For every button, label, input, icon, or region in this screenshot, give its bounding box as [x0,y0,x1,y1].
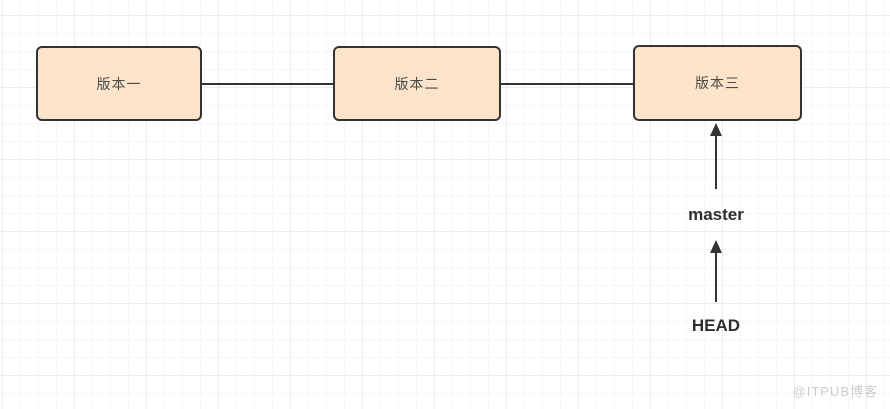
connector-v1-v2 [202,83,333,85]
watermark: @ITPUB博客 [792,384,878,399]
head-arrow-shaft [715,251,717,302]
master-label: master [688,205,744,224]
node-version-3: 版本三 [633,45,802,121]
connector-v2-v3 [501,83,633,85]
arrow-up-icon [710,240,722,253]
arrow-up-icon [710,123,722,136]
head-label: HEAD [691,316,741,335]
node-version-1: 版本一 [36,46,202,121]
node-version-2-label: 版本二 [394,75,440,92]
node-version-1-label: 版本一 [96,75,142,92]
master-arrow-shaft [715,134,717,189]
node-version-3-label: 版本三 [695,75,740,91]
node-version-2: 版本二 [333,46,501,121]
